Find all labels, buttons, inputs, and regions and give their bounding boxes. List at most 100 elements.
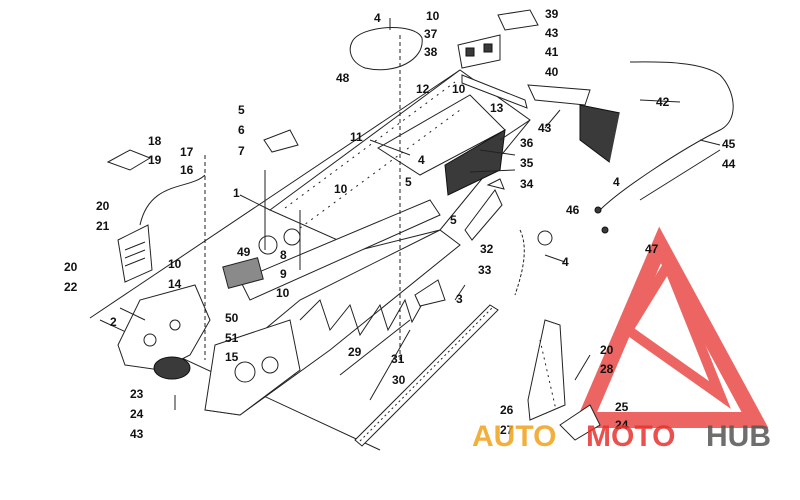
part-21-grille xyxy=(124,241,146,267)
part-3-plate xyxy=(414,279,446,307)
leader xyxy=(454,284,466,301)
callout-1: 1 xyxy=(233,186,240,200)
watermark-logo xyxy=(572,226,769,428)
part-33-hub xyxy=(537,230,553,246)
part-34-clip xyxy=(486,178,505,190)
callout-24: 24 xyxy=(130,407,144,421)
callout-44: 44 xyxy=(722,157,736,171)
callout-34: 34 xyxy=(520,177,534,191)
callout-3: 3 xyxy=(456,292,463,306)
leader xyxy=(699,139,721,146)
callout-12: 12 xyxy=(416,82,430,96)
callout-46: 46 xyxy=(566,203,580,217)
callout-26: 26 xyxy=(500,403,514,417)
callout-11: 11 xyxy=(350,130,363,144)
callout-20: 20 xyxy=(600,343,614,357)
callout-27: 27 xyxy=(500,423,514,437)
callout-14: 14 xyxy=(168,277,182,291)
callout-4: 4 xyxy=(374,11,381,25)
part-18-cap xyxy=(106,149,152,171)
callout-2: 2 xyxy=(110,315,117,329)
part-32-bracket xyxy=(464,189,503,241)
tunnel-side-hole xyxy=(234,361,256,383)
watermark-triangle-outer xyxy=(572,226,769,428)
callout-25: 25 xyxy=(615,400,629,414)
bulkhead-hole xyxy=(143,333,157,347)
part-38-slot xyxy=(465,47,475,57)
callout-22: 22 xyxy=(64,280,78,294)
callout-20: 20 xyxy=(64,260,78,274)
callout-38: 38 xyxy=(424,45,438,59)
leader xyxy=(369,139,411,156)
leader xyxy=(544,254,566,263)
callout-9: 9 xyxy=(280,267,287,281)
callout-10: 10 xyxy=(426,9,440,23)
callout-5: 5 xyxy=(238,103,245,117)
chassis-tunnel xyxy=(89,69,531,451)
part-33-chain xyxy=(514,229,525,296)
slide-rail-body xyxy=(354,304,499,447)
callout-45: 45 xyxy=(722,137,736,151)
callout-40: 40 xyxy=(545,65,559,79)
callout-23: 23 xyxy=(130,387,144,401)
callout-30: 30 xyxy=(392,373,406,387)
slide-rail-dots xyxy=(359,307,493,442)
callout-21: 21 xyxy=(96,219,110,233)
leader xyxy=(479,149,516,156)
part-31-strip xyxy=(339,319,411,376)
callout-49: 49 xyxy=(237,245,251,259)
watermark-hub: HUB xyxy=(706,420,771,453)
leader xyxy=(119,307,146,321)
callout-4: 4 xyxy=(562,255,569,269)
leader xyxy=(369,329,411,401)
callout-labels: 4 10 37 38 48 39 43 41 40 12 10 13 42 43… xyxy=(64,7,736,441)
callout-43: 43 xyxy=(538,121,552,135)
callout-41: 41 xyxy=(545,45,559,59)
callout-43: 43 xyxy=(545,26,559,40)
watermark-triangle-inner xyxy=(621,253,731,409)
part-44-bumper-inner xyxy=(639,149,721,201)
part-19-tube xyxy=(139,174,206,226)
part-44-rear-bumper xyxy=(599,61,734,211)
part-49-controller xyxy=(222,257,264,289)
callout-28: 28 xyxy=(600,362,614,376)
part-13-trim xyxy=(461,74,528,109)
callout-16: 16 xyxy=(180,163,194,177)
callout-17: 17 xyxy=(180,145,194,159)
callout-4: 4 xyxy=(418,153,425,167)
callout-39: 39 xyxy=(545,7,559,21)
callout-10: 10 xyxy=(168,257,182,271)
part-23-pad xyxy=(153,356,191,380)
rear-tunnel-panel xyxy=(444,129,506,196)
part-48-seat-pad xyxy=(349,27,423,71)
callout-24: 24 xyxy=(615,418,629,432)
callout-10: 10 xyxy=(334,182,348,196)
callout-36: 36 xyxy=(520,136,534,150)
callout-5: 5 xyxy=(405,175,412,189)
part-39-block xyxy=(497,9,539,31)
tunnel-side-hole xyxy=(261,356,279,374)
small-parts xyxy=(106,9,734,441)
callout-33: 33 xyxy=(478,263,492,277)
callout-8: 8 xyxy=(280,248,287,262)
leader xyxy=(639,99,681,103)
center-axis-line xyxy=(89,69,461,319)
callout-32: 32 xyxy=(480,242,494,256)
callout-5: 5 xyxy=(450,213,457,227)
part-41-flap xyxy=(527,84,591,106)
callout-4: 4 xyxy=(613,175,620,189)
callout-20: 20 xyxy=(96,199,110,213)
callout-31: 31 xyxy=(391,352,405,366)
part-8-disc xyxy=(258,235,278,255)
callout-50: 50 xyxy=(225,311,239,325)
leader xyxy=(574,354,591,381)
watermark-moto: MOTO xyxy=(586,420,675,453)
watermark-wordmark: AUTO MOTO HUB xyxy=(472,420,771,453)
callout-47: 47 xyxy=(645,242,659,256)
center-frame-bar xyxy=(239,199,441,301)
slide-rail xyxy=(354,304,499,447)
watermark-auto: AUTO xyxy=(472,420,556,453)
callout-10: 10 xyxy=(276,286,290,300)
